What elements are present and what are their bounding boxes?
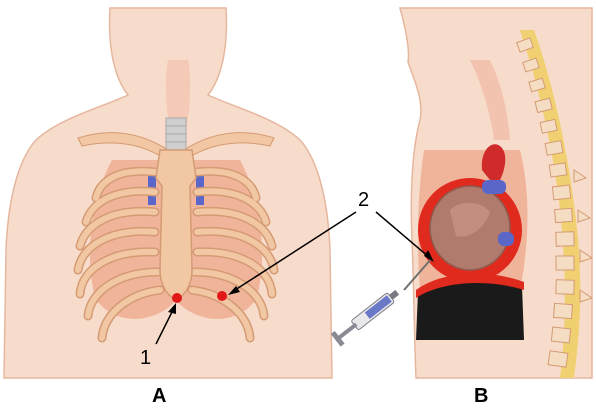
apical-puncture-point bbox=[217, 291, 227, 301]
sternum bbox=[156, 150, 196, 300]
syringe-plunger bbox=[338, 323, 358, 340]
vena-cava-lower bbox=[498, 232, 514, 246]
marker-2-label: 2 bbox=[358, 189, 369, 211]
subxiphoid-puncture-point bbox=[172, 293, 182, 303]
panel-a-front-view bbox=[4, 8, 332, 378]
marker-1-label: 1 bbox=[140, 347, 151, 369]
vena-cava-upper bbox=[482, 180, 506, 194]
panel-a-label: A bbox=[152, 385, 166, 407]
panel-b-side-view bbox=[331, 8, 592, 378]
panel-b-label: B bbox=[474, 385, 488, 407]
